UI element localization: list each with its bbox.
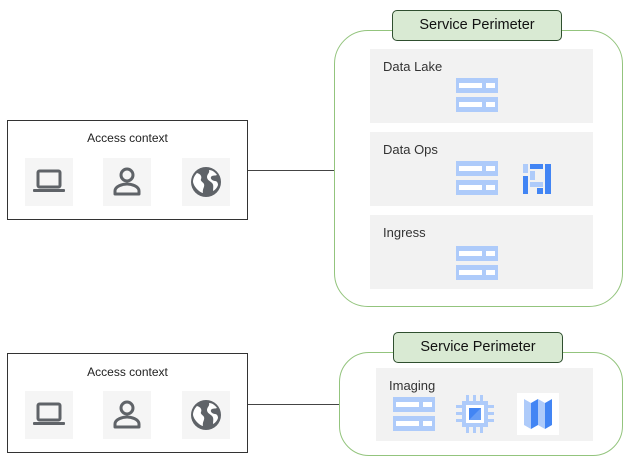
service-perimeter-label-bottom: Service Perimeter bbox=[393, 332, 563, 363]
datastore-tile bbox=[517, 393, 559, 435]
zone-data-ops: Data Ops bbox=[370, 132, 593, 206]
globe-icon bbox=[182, 158, 230, 206]
person-icon bbox=[103, 158, 151, 206]
compute-chip-icon bbox=[456, 395, 494, 433]
access-context-box-bottom: Access context bbox=[7, 353, 248, 453]
storage-icon bbox=[456, 161, 498, 195]
laptop-icon bbox=[25, 391, 73, 439]
storage-icon bbox=[456, 246, 498, 280]
globe-icon bbox=[182, 391, 230, 439]
zone-ingress: Ingress bbox=[370, 215, 593, 289]
datastore-icon bbox=[524, 399, 552, 429]
storage-icon bbox=[393, 397, 435, 431]
connector-line-bottom bbox=[248, 404, 340, 405]
zone-imaging: Imaging bbox=[376, 368, 593, 441]
zone-data-lake: Data Lake bbox=[370, 49, 593, 123]
access-context-title: Access context bbox=[87, 365, 168, 379]
access-context-title: Access context bbox=[87, 131, 168, 145]
zone-label: Data Lake bbox=[383, 59, 443, 74]
access-context-box-top: Access context bbox=[7, 120, 248, 220]
zone-label: Imaging bbox=[389, 378, 436, 393]
service-perimeter-label-top: Service Perimeter bbox=[392, 10, 562, 41]
person-icon bbox=[103, 391, 151, 439]
storage-icon bbox=[456, 78, 498, 112]
zone-label: Data Ops bbox=[383, 142, 438, 157]
connector-line-top bbox=[248, 170, 335, 171]
dataflow-icon bbox=[523, 164, 551, 194]
zone-label: Ingress bbox=[383, 225, 426, 240]
laptop-icon bbox=[25, 158, 73, 206]
